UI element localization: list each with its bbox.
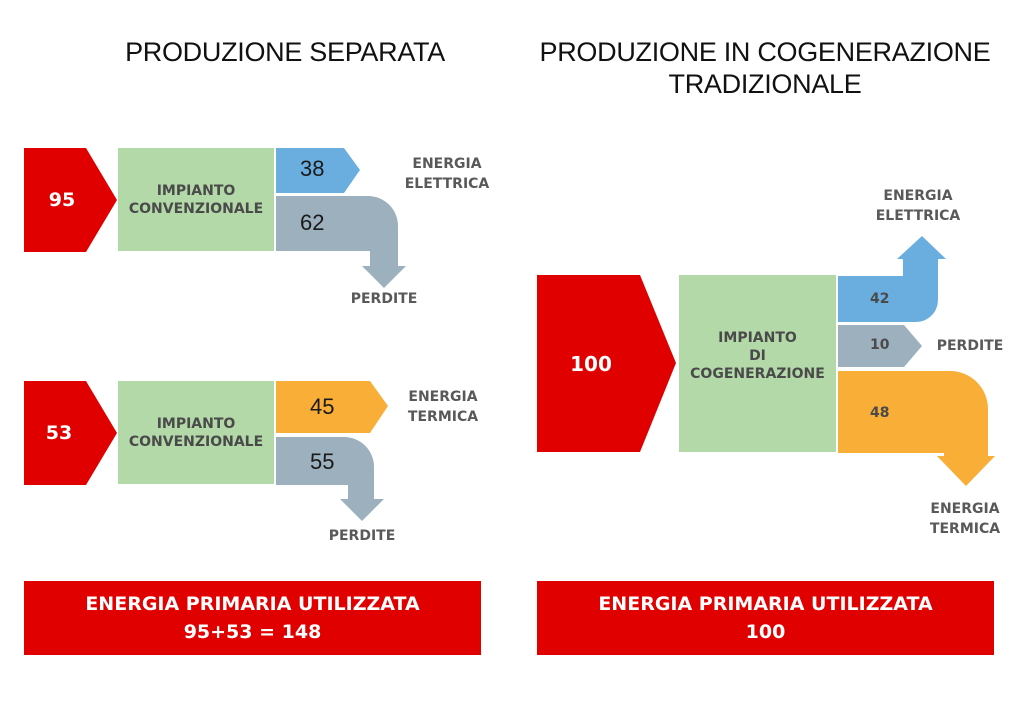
plant-label-bottom: IMPIANTO CONVENZIONALE: [118, 381, 274, 484]
right-title-line1: PRODUZIONE IN COGENERAZIONE: [539, 37, 991, 67]
electric-value-38: 38: [300, 156, 325, 181]
loss-flow-55: [276, 437, 384, 521]
left-title: PRODUZIONE SEPARATA: [125, 37, 445, 67]
electric-energy-label-top-line1: ENERGIA: [412, 156, 482, 172]
plant-label-bottom-line1: IMPIANTO: [156, 415, 236, 432]
thermal-energy-label-right-line1: ENERGIA: [930, 501, 1000, 517]
input-arrow-100: [537, 275, 676, 452]
right-title-line2: TRADIZIONALE: [668, 69, 862, 99]
input-value-95: 95: [48, 189, 76, 211]
thermal-value-48: 48: [870, 405, 890, 421]
electric-flow-42: [838, 236, 946, 322]
plant-box-top: [118, 148, 274, 251]
thermal-energy-label-bottom-line2: TERMICA: [407, 409, 479, 425]
thermal-flow-48: [838, 371, 995, 486]
summary-left-line2: 95+53 = 148: [183, 621, 322, 643]
summary-banner-right: ENERGIA PRIMARIA UTILIZZATA 100: [537, 581, 994, 655]
loss-label-bottom: PERDITE: [328, 528, 396, 544]
summary-right-line2: 100: [745, 621, 786, 643]
electric-energy-label-right-line2: ELETTRICA: [875, 208, 961, 224]
thermal-energy-label-right-line2: TERMICA: [929, 521, 1001, 537]
loss-label-top: PERDITE: [350, 291, 418, 307]
electric-value-42: 42: [870, 291, 890, 307]
electric-energy-label-top: ENERGIA ELETTRICA: [402, 154, 492, 194]
plant-label-bottom-line2: CONVENZIONALE: [128, 433, 264, 450]
thermal-value-45: 45: [310, 394, 335, 419]
loss-label-right: PERDITE: [936, 338, 1004, 354]
input-arrow-53: [24, 381, 117, 485]
input-arrow-95: [24, 148, 117, 252]
plant-label-top-line2: CONVENZIONALE: [128, 200, 264, 217]
plant-label-top: IMPIANTO CONVENZIONALE: [118, 148, 274, 251]
plant-box-bottom: [118, 381, 274, 484]
loss-value-10: 10: [870, 337, 890, 353]
thermal-energy-label-bottom: ENERGIA TERMICA: [398, 387, 488, 427]
input-value-100: 100: [570, 351, 612, 376]
electric-energy-label-right-line1: ENERGIA: [883, 188, 953, 204]
cogeneration-plant-label: IMPIANTO DI COGENERAZIONE: [679, 275, 836, 452]
electric-energy-label-top-line2: ELETTRICA: [404, 176, 490, 192]
right-title: PRODUZIONE IN COGENERAZIONE TRADIZIONALE: [520, 36, 1010, 100]
plant-label-top-line1: IMPIANTO: [156, 182, 236, 199]
electric-energy-label-right: ENERGIA ELETTRICA: [872, 186, 964, 226]
electric-flow-38: [276, 148, 360, 193]
thermal-flow-45: [276, 381, 388, 433]
summary-left-line1: ENERGIA PRIMARIA UTILIZZATA: [85, 593, 420, 615]
summary-right-line1: ENERGIA PRIMARIA UTILIZZATA: [598, 593, 933, 615]
cogeneration-plant-label-line1: IMPIANTO: [718, 329, 797, 346]
loss-flow-10: [838, 325, 922, 367]
thermal-energy-label-bottom-line1: ENERGIA: [408, 389, 478, 405]
loss-flow-62: [276, 196, 406, 288]
input-value-53: 53: [45, 422, 73, 444]
cogeneration-plant-box: [679, 275, 836, 452]
cogeneration-plant-label-line2: DI: [749, 347, 766, 364]
thermal-energy-label-right: ENERGIA TERMICA: [920, 499, 1010, 539]
loss-value-55: 55: [310, 449, 335, 474]
summary-banner-left: ENERGIA PRIMARIA UTILIZZATA 95+53 = 148: [24, 581, 481, 655]
cogeneration-plant-label-line3: COGENERAZIONE: [690, 365, 825, 382]
loss-value-62: 62: [300, 210, 325, 235]
